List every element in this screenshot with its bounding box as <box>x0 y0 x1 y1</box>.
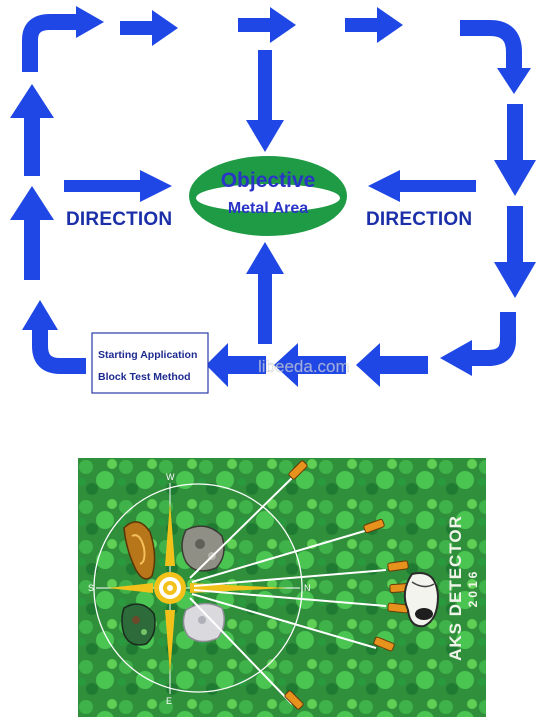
probe-signal-lines <box>189 475 387 705</box>
arrow-left-icon <box>206 343 266 387</box>
direction-label-left: DIRECTION <box>66 209 172 230</box>
corner-arrow-icon <box>460 20 531 94</box>
arrow-right-icon <box>238 7 296 43</box>
arrow-down-icon <box>494 206 536 298</box>
arrow-left-icon <box>274 343 346 387</box>
watermark: libeeda.com <box>258 357 350 376</box>
direction-label-right: DIRECTION <box>366 209 472 230</box>
corner-arrow-icon <box>440 312 516 376</box>
center-title: Objective <box>221 169 316 192</box>
brand-year: 2016 <box>466 569 480 608</box>
arrow-right-icon <box>120 10 178 46</box>
brand-block: AKS DETECTOR 2016 <box>446 515 480 661</box>
arrow-up-icon <box>10 84 54 176</box>
gold-nugget-icon <box>123 521 156 580</box>
starting-application-box: Starting Application Block Test Method <box>91 332 209 394</box>
compass-e: E <box>166 696 172 706</box>
target-icon <box>154 572 186 604</box>
brand-name: AKS DETECTOR <box>446 515 465 661</box>
probe-icon <box>284 460 411 710</box>
silver-ore-icon <box>182 602 225 643</box>
arrow-right-icon <box>345 7 403 43</box>
arrow-right-icon <box>64 170 172 202</box>
start-line2: Block Test Method <box>98 371 191 383</box>
detector-device-icon <box>403 572 440 628</box>
compass-s: S <box>88 583 94 593</box>
compass-w: W <box>166 472 175 482</box>
compass-n: N <box>304 583 311 593</box>
center-subtitle: Metal Area <box>228 200 308 217</box>
arrow-up-icon <box>246 242 284 344</box>
crosshair-arrows <box>108 502 288 674</box>
search-direction-diagram: Objective Metal Area DIRECTION DIRECTION… <box>10 6 536 394</box>
arrow-down-icon <box>494 104 536 196</box>
arrow-up-icon <box>10 186 54 280</box>
arrow-down-icon <box>246 50 284 152</box>
corner-arrow-icon <box>22 300 86 374</box>
corner-arrow-icon <box>22 6 104 72</box>
green-mineral-icon <box>121 603 156 646</box>
start-line1: Starting Application <box>98 349 197 361</box>
detector-illustration: W S E N <box>78 458 486 717</box>
arrow-left-icon <box>368 170 476 202</box>
arrow-left-icon <box>356 343 428 387</box>
objective-metal-area: Objective Metal Area <box>187 154 349 238</box>
